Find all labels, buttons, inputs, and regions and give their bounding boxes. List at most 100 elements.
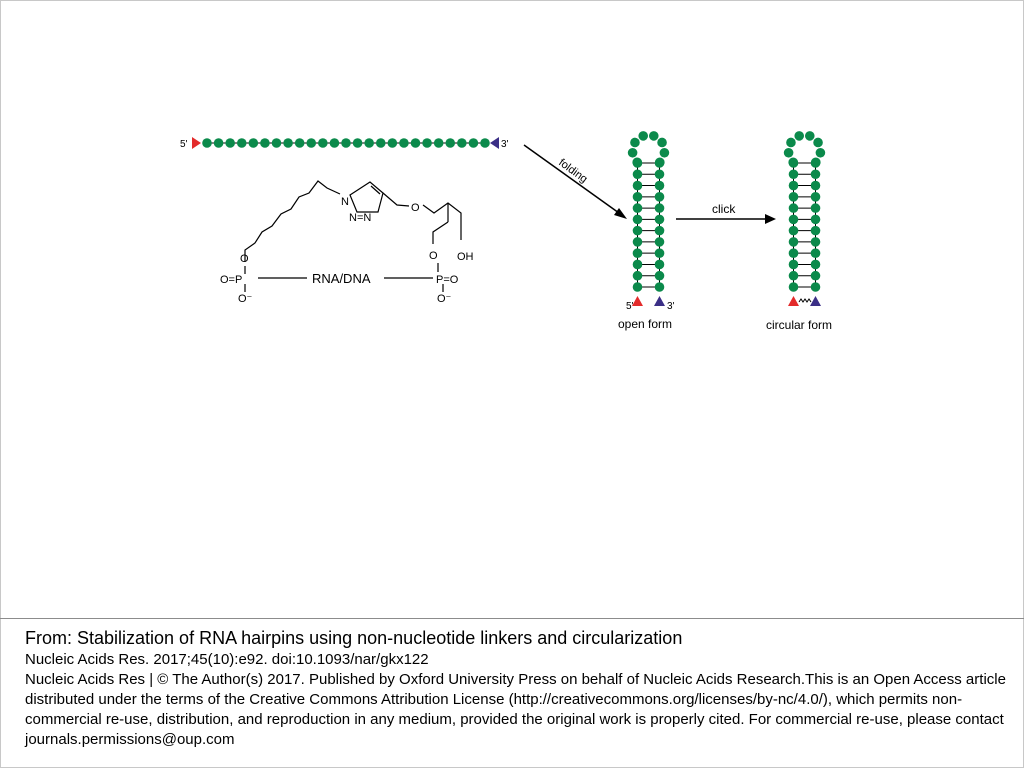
- nucleotide-bead: [248, 138, 259, 148]
- circular-hairpin-loop: [783, 131, 826, 168]
- stem-bead: [632, 169, 643, 180]
- open-five-prime-marker: [632, 296, 643, 306]
- circular-hairpin: circular form: [766, 131, 832, 332]
- caption-citation: Nucleic Acids Res. 2017;45(10):e92. doi:…: [25, 651, 429, 668]
- linker-labels: N N=N O O O OH O=P O⁻ P=O O⁻ RNA/DNA: [220, 196, 474, 305]
- circular-form-caption: circular form: [766, 318, 832, 332]
- stem-bead: [654, 237, 665, 247]
- nucleotide-bead: [294, 138, 305, 148]
- stem-bead: [788, 214, 799, 225]
- stem-bead: [654, 214, 665, 225]
- linker-label-ether-o: O: [411, 202, 420, 214]
- nucleotide-bead: [410, 138, 421, 148]
- caption-divider: [0, 618, 1024, 619]
- stem-bead: [654, 192, 665, 202]
- nucleotide-bead: [445, 138, 456, 148]
- stem-bead: [654, 248, 665, 258]
- nucleotide-bead: [202, 138, 212, 148]
- stem-bead: [788, 192, 799, 202]
- folding-arrow: folding: [523, 144, 627, 219]
- stem-bead: [632, 180, 643, 191]
- click-label: click: [712, 202, 736, 216]
- nucleotide-bead: [225, 138, 235, 148]
- stem-bead: [632, 259, 643, 270]
- caption-title: From: Stabilization of RNA hairpins usin…: [25, 628, 683, 648]
- stem-bead: [810, 248, 821, 258]
- nucleotide-bead: [375, 138, 386, 148]
- stem-bead: [810, 169, 821, 180]
- nucleotide-bead: [399, 138, 409, 148]
- loop-bead: [813, 137, 823, 148]
- folding-arrow-head: [614, 208, 627, 219]
- nucleotide-bead: [306, 138, 317, 148]
- loop-bead: [630, 137, 640, 148]
- linker-quaternary-chain: [422, 202, 462, 240]
- linker-label-left-o: O: [240, 253, 249, 265]
- open-form-caption: open form: [618, 317, 672, 331]
- open-hairpin-loop: [627, 131, 670, 168]
- circular-hairpin-stem: [788, 158, 821, 292]
- linear-bead-row: [202, 138, 490, 148]
- stem-bead: [632, 282, 643, 292]
- stem-bead: [654, 225, 665, 236]
- linker-structure: [244, 180, 462, 292]
- stem-bead: [632, 214, 643, 225]
- linear-three-prime-label: 3': [501, 139, 509, 150]
- open-three-prime-label: 3': [667, 301, 675, 312]
- nucleotide-bead: [329, 138, 340, 148]
- linear-five-prime-marker: [192, 137, 201, 149]
- stem-bead: [810, 180, 821, 191]
- loop-bead: [794, 131, 805, 141]
- stem-bead: [810, 270, 821, 281]
- loop-bead: [648, 131, 659, 141]
- circular-click-link: [798, 298, 812, 303]
- open-hairpin: 5' 3' open form: [618, 131, 675, 331]
- loop-bead: [788, 157, 798, 168]
- stem-bead: [810, 192, 821, 202]
- nucleotide-bead: [236, 138, 247, 148]
- stem-bead: [788, 225, 799, 236]
- loop-bead: [655, 157, 665, 168]
- loop-bead: [783, 147, 794, 158]
- stem-bead: [788, 203, 799, 213]
- stem-bead: [788, 169, 799, 180]
- linker-label-n: N: [341, 196, 349, 208]
- loop-bead: [638, 131, 649, 141]
- stem-bead: [632, 225, 643, 236]
- linker-label-right-o-minus: O⁻: [437, 293, 452, 305]
- linker-label-left-o-minus: O⁻: [238, 293, 253, 305]
- caption-block: From: Stabilization of RNA hairpins usin…: [25, 627, 1010, 750]
- open-five-prime-label: 5': [626, 301, 634, 312]
- triazole-ring: [349, 181, 384, 213]
- nucleotide-bead: [422, 138, 432, 148]
- stem-bead: [788, 248, 799, 258]
- stem-bead: [810, 214, 821, 225]
- linker-lower-chain: [432, 221, 449, 244]
- click-arrow: click: [676, 202, 776, 224]
- stem-bead: [654, 270, 665, 281]
- stem-bead: [632, 192, 643, 202]
- nucleotide-bead: [468, 138, 479, 148]
- loop-bead: [632, 157, 642, 168]
- nucleotide-bead: [213, 138, 224, 148]
- linker-label-right-o: O: [429, 250, 438, 262]
- figure: 5' 3' N N=N O O O OH O=P O⁻ P=O O⁻ RNA/D…: [180, 131, 832, 332]
- linker-label-rna-dna: RNA/DNA: [312, 271, 371, 286]
- loop-bead: [786, 137, 796, 148]
- nucleotide-bead: [457, 138, 467, 148]
- loop-bead: [627, 147, 638, 158]
- nucleotide-bead: [352, 138, 363, 148]
- stem-bead: [654, 169, 665, 180]
- stem-bead: [788, 180, 799, 191]
- linear-three-prime-marker: [490, 137, 499, 149]
- stem-bead: [810, 237, 821, 247]
- nucleotide-bead: [283, 138, 293, 148]
- stem-bead: [632, 203, 643, 213]
- nucleotide-bead: [433, 138, 444, 148]
- stem-bead: [654, 259, 665, 270]
- loop-bead: [815, 147, 826, 158]
- stem-bead: [654, 180, 665, 191]
- folding-arrow-shaft: [523, 144, 620, 214]
- nucleotide-bead: [260, 138, 270, 148]
- circular-five-prime-marker: [788, 296, 799, 306]
